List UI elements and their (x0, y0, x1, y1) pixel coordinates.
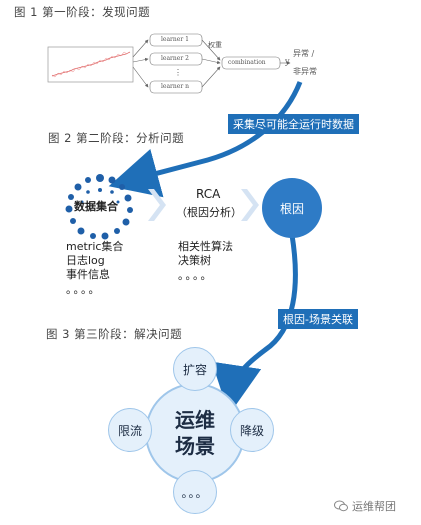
ops-scene-line1: 运维 (175, 408, 215, 432)
algo-item-correlation: 相关性算法 (178, 240, 233, 253)
more-circle: 。。。 (173, 470, 217, 514)
collect-arrow (108, 81, 303, 198)
stage1-caption: 图 1 第一阶段：发现问题 (14, 5, 151, 19)
data-item-event: 事件信息 (66, 268, 110, 281)
stage3-caption: 图 3 第三阶段：解决问题 (46, 327, 183, 341)
wechat-icon (334, 500, 348, 512)
result-label-2: 非异常 (293, 67, 317, 76)
more-label: 。。。 (181, 485, 209, 500)
chevron-2 (241, 189, 259, 221)
degrade-circle: 降级 (230, 408, 274, 452)
root-cause-circle: 根因 (262, 178, 322, 238)
learner-label-2: learner 2 (161, 55, 189, 62)
learner-label-1: learner 1 (161, 36, 189, 43)
ops-scene-line2: 场景 (175, 434, 215, 458)
algo-item-more: 。。。。 (178, 269, 214, 282)
root-cause-label: 根因 (279, 201, 304, 216)
link-arrow (211, 234, 298, 415)
combination-label: combination (228, 59, 266, 66)
output-symbol: y (285, 57, 290, 66)
rate-limit-circle: 限流 (108, 408, 152, 452)
rca-title: RCA (196, 187, 221, 201)
learner-label-n: learner n (161, 83, 189, 90)
data-item-more: 。。。。 (66, 283, 102, 296)
scale-out-circle: 扩容 (173, 347, 217, 391)
data-item-log: 日志log (66, 254, 105, 267)
chevron-1 (148, 189, 166, 221)
stage2-caption: 图 2 第二阶段：分析问题 (48, 131, 185, 145)
learner-ellipsis: ⋮ (174, 68, 182, 77)
rca-subtitle: （根因分析） (176, 206, 242, 219)
watermark-text: 运维帮团 (352, 500, 396, 513)
link-label: 根因-场景关联 (278, 309, 358, 329)
watermark: 运维帮团 (334, 498, 396, 514)
data-set-label: 数据集合 (74, 200, 118, 213)
timeseries-plot (47, 46, 134, 83)
data-item-metric: metric集合 (66, 240, 124, 253)
algo-item-tree: 决策树 (178, 254, 211, 267)
rate-limit-label: 限流 (117, 423, 142, 438)
degrade-label: 降级 (239, 423, 264, 438)
weight-label: 权重 (208, 41, 222, 49)
timeseries-line-2 (51, 51, 128, 78)
result-label-1: 异常 / (293, 49, 315, 58)
collect-label: 采集尽可能全运行时数据 (228, 114, 359, 134)
scale-out-label: 扩容 (182, 362, 207, 377)
data-set-dots (65, 174, 133, 240)
